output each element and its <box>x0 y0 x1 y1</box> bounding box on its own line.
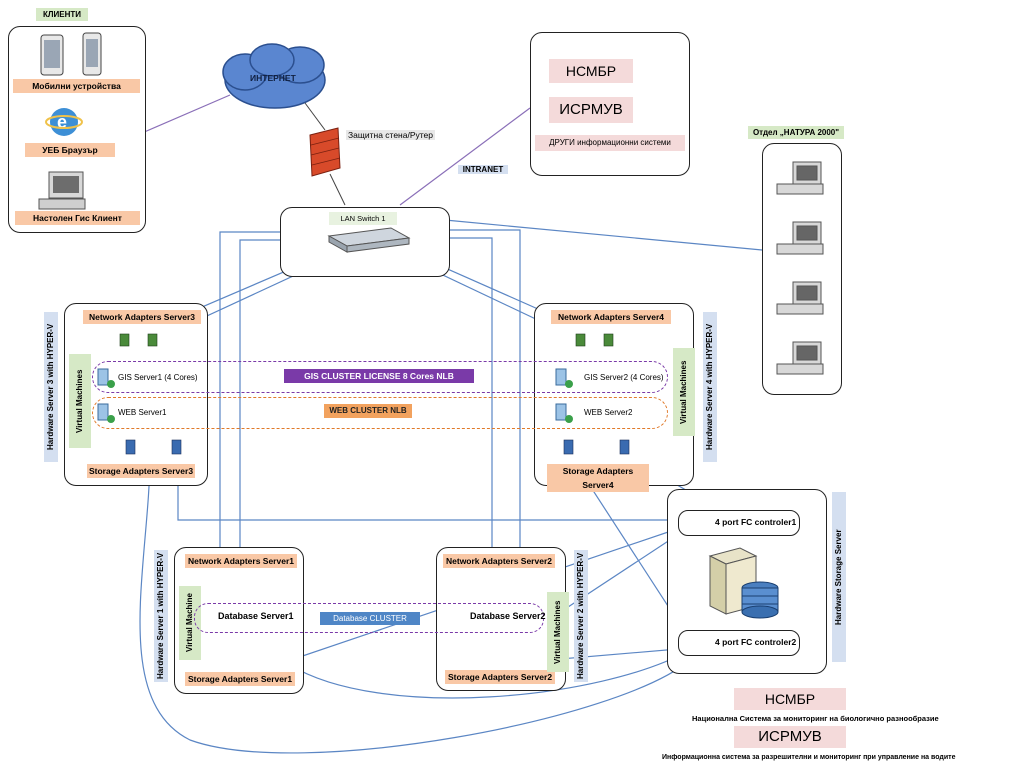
server2-vm-label: Virtual Machines <box>547 592 569 672</box>
server2-net-label: Network Adapters Server2 <box>443 554 555 568</box>
db-server1-label: Database Server1 <box>218 611 294 621</box>
fc-controller2-label: 4 port FC controler2 <box>715 637 797 647</box>
internet-label: ИНТЕРНЕТ <box>250 73 296 83</box>
natura-title: Отдел „НАТУРА 2000" <box>748 126 844 139</box>
server4-box: Network Adapters Server4 Storage Adapter… <box>534 303 695 492</box>
browser-icon: e <box>45 108 83 136</box>
svg-text:e: e <box>57 112 67 132</box>
legend-nsmbr: НСМБР <box>734 688 846 710</box>
clients-title: КЛИЕНТИ <box>36 8 88 21</box>
server3-box: Network Adapters Server3 Storage Adapter… <box>64 303 208 486</box>
switch-icon <box>327 227 411 253</box>
web-server1-label: WEB Server1 <box>118 408 167 417</box>
phone-icon <box>40 32 102 76</box>
web-cluster-label: WEB CLUSTER NLB <box>324 404 412 418</box>
legend-nsmbr-desc: Национална Система за мониторинг на биол… <box>692 714 939 723</box>
web-server2-label: WEB Server2 <box>584 408 633 417</box>
server1-side-label: Hardware Server 1 with HYPER-V <box>154 550 168 682</box>
gis-server2-label: GIS Server2 (4 Cores) <box>584 373 664 382</box>
workstation-icons <box>776 161 824 375</box>
gis-cluster-ring <box>92 361 668 393</box>
other-systems-box: ДРУГИ информационни системи <box>535 135 685 151</box>
browser-label: УЕБ Браузър <box>25 143 115 157</box>
external-systems-box: НСМБР ИСРМУВ ДРУГИ информационни системи <box>530 32 690 176</box>
desktop-label: Настолен Гис Клиент <box>15 211 140 225</box>
server3-storage-label: Storage Adapters Server3 <box>87 464 195 478</box>
isrmuv-box: ИСРМУВ <box>549 97 633 123</box>
mobile-label: Мобилни устройства <box>13 79 140 93</box>
server1-storage-label: Storage Adapters Server1 <box>185 672 295 686</box>
fc-controller1-label: 4 port FC controler1 <box>715 517 797 527</box>
fc-controller1: 4 port FC controler1 <box>678 510 800 536</box>
nsmbr-box: НСМБР <box>549 59 633 83</box>
server2-storage-label: Storage Adapters Server2 <box>445 670 555 684</box>
fc-controller2: 4 port FC controler2 <box>678 630 800 656</box>
lan-switch-label: LAN Switch 1 <box>329 212 397 225</box>
intranet-label: INTRANET <box>458 165 508 174</box>
legend-isrmuv-desc: Информационна система за разрешителни и … <box>662 754 956 761</box>
db-server2-label: Database Server2 <box>470 611 546 621</box>
firewall-label: Защитна стена/Рутер <box>346 130 436 140</box>
server2-side-label: Hardware Server 2 with HYPER-V <box>574 550 588 682</box>
server1-box: Network Adapters Server1 Storage Adapter… <box>174 547 304 694</box>
natura-box <box>762 143 842 395</box>
gis-cluster-label: GIS CLUSTER LICENSE 8 Cores NLB <box>284 369 474 383</box>
gis-server1-label: GIS Server1 (4 Cores) <box>118 373 198 382</box>
server2-box: Network Adapters Server2 Storage Adapter… <box>436 547 569 691</box>
storage-server-side-label: Hardware Storage Server <box>832 492 846 662</box>
desktop-icon <box>38 171 86 210</box>
server4-storage-label: Storage Adapters Server4 <box>547 464 649 492</box>
storage-server-icon <box>708 547 779 619</box>
db-cluster-ring <box>194 603 544 633</box>
web-cluster-ring <box>92 397 668 429</box>
server3-net-label: Network Adapters Server3 <box>83 310 201 324</box>
clients-box: Мобилни устройства e УЕБ Браузър Настоле… <box>8 26 146 233</box>
lan-switch-box: LAN Switch 1 <box>280 207 450 277</box>
storage-server-box: 4 port FC controler1 4 port FC controler… <box>667 489 827 674</box>
legend-isrmuv: ИСРМУВ <box>734 726 846 748</box>
server4-net-label: Network Adapters Server4 <box>551 310 671 324</box>
server1-net-label: Network Adapters Server1 <box>185 554 297 568</box>
db-cluster-label: Database CLUSTER <box>320 612 420 625</box>
